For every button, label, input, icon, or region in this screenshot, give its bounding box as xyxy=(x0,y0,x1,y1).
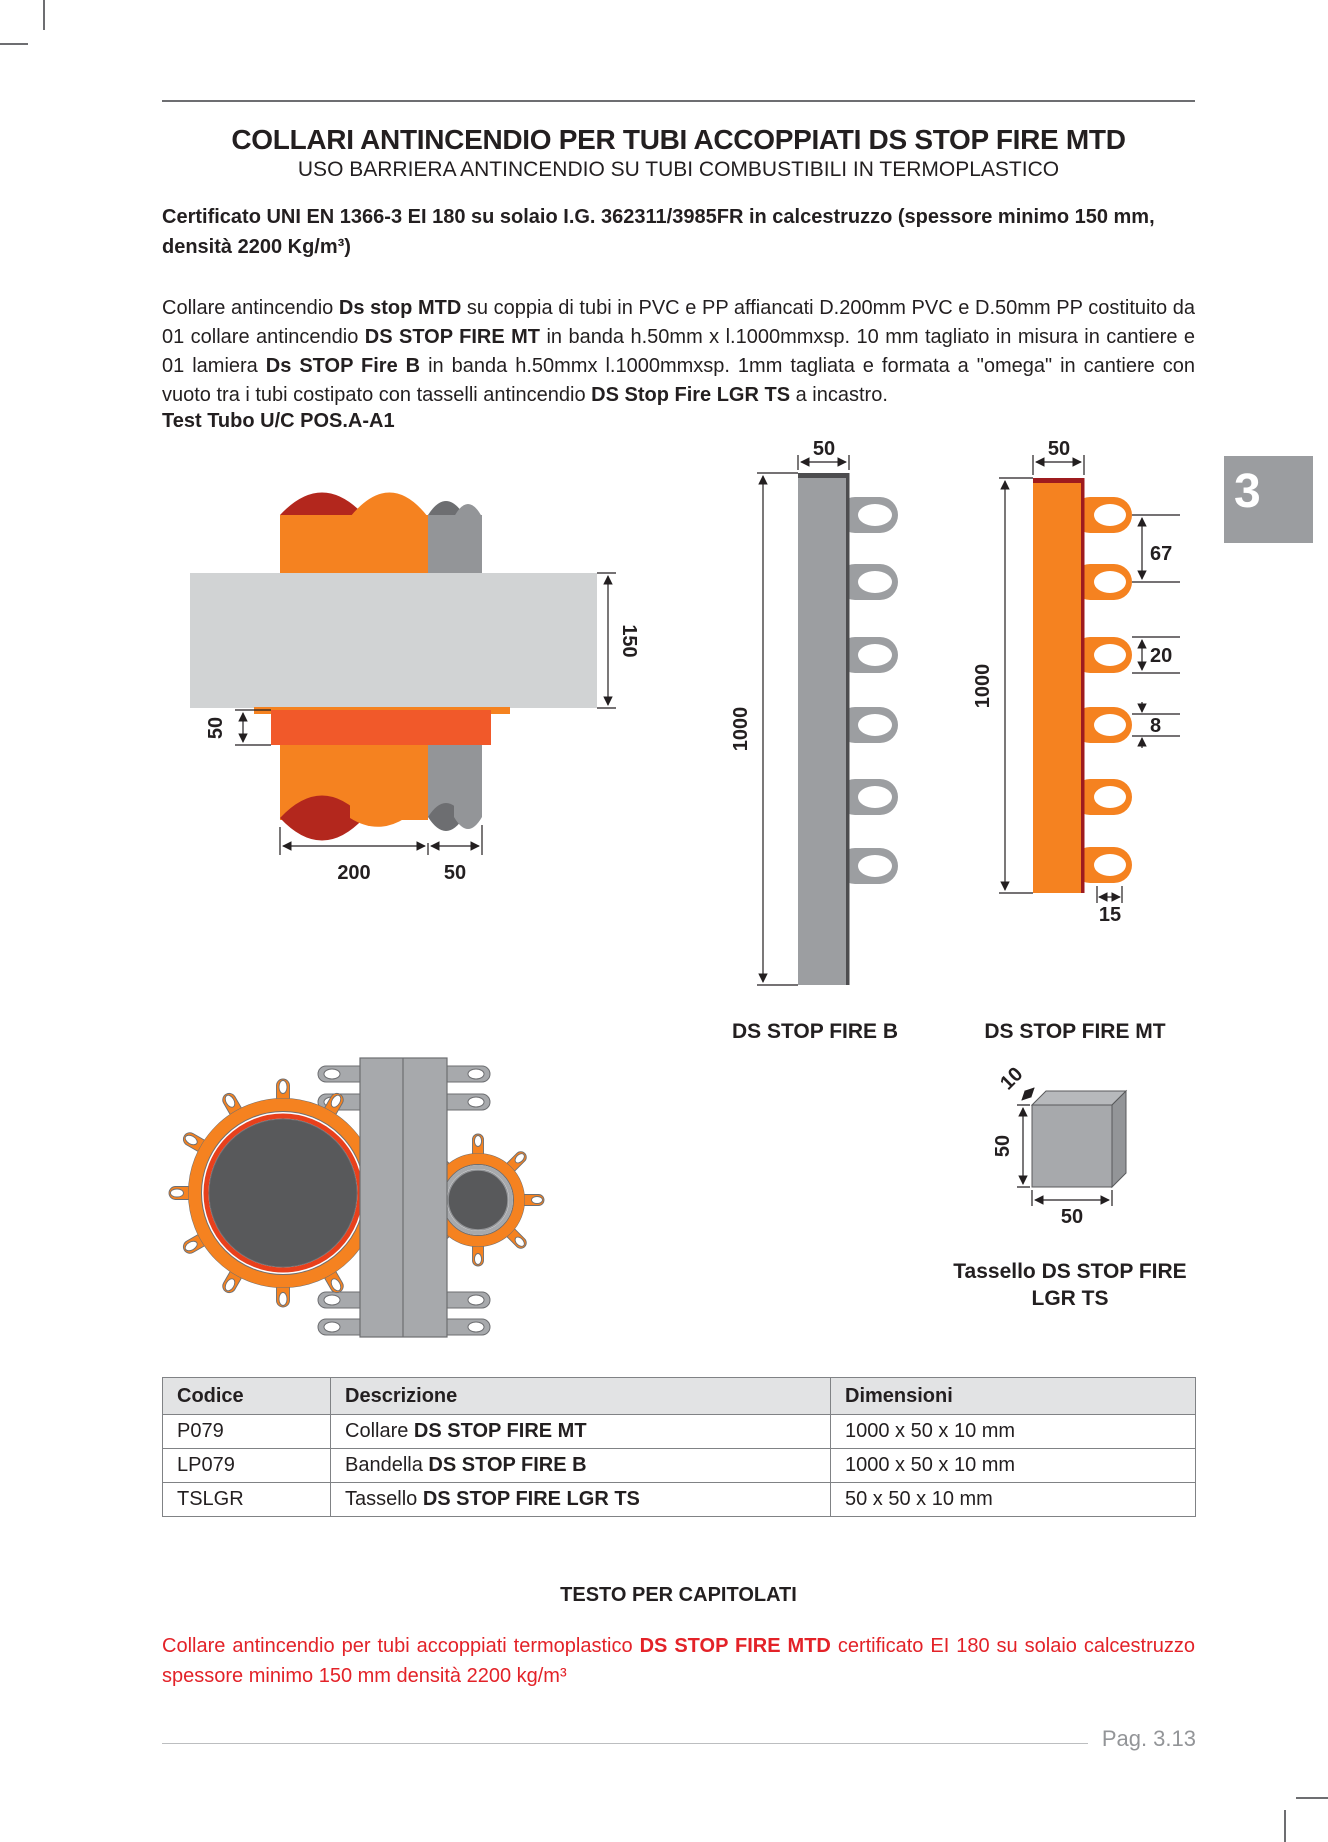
band-mt-diagram: 50 1000 67 20 8 15 xyxy=(972,440,1180,926)
dim-50-pipe-label: 50 xyxy=(444,862,466,884)
dim-mt-1000-label: 1000 xyxy=(972,664,994,709)
dimension-pipes-bottom: 200 50 xyxy=(279,825,483,884)
intro-text: Collare antincendio xyxy=(162,297,339,319)
tassello-caption-line2: LGR TS xyxy=(1031,1287,1109,1310)
crop-mark-top-left-h xyxy=(0,43,28,45)
col-header-descrizione: Descrizione xyxy=(330,1377,831,1415)
capitolati-text: certificato EI 180 su solaio calcestruzz… xyxy=(162,1635,1196,1687)
dim-50-height-label: 50 xyxy=(992,1135,1014,1157)
dim-150-label: 150 xyxy=(618,624,640,657)
floor-slab xyxy=(190,573,597,708)
product-code: LP079 xyxy=(162,1448,331,1483)
dim-b-1000-label: 1000 xyxy=(730,707,752,752)
product-dimensions: 50 x 50 x 10 mm xyxy=(830,1482,1196,1517)
dim-8-label: 8 xyxy=(1150,715,1161,737)
dimension-tab-spacing-67: 67 xyxy=(1132,514,1180,583)
dimension-hole-8: 8 xyxy=(1132,702,1180,748)
table-row: LP079 Bandella DS STOP FIRE B 1000 x 50 … xyxy=(162,1448,1196,1483)
capitolati-product-name: DS STOP FIRE MTD xyxy=(639,1635,831,1657)
product-name-lgr-ts: DS Stop Fire LGR TS xyxy=(591,384,791,406)
crop-mark-top-left-v xyxy=(43,0,45,30)
dimension-slab-150: 150 xyxy=(597,572,640,709)
dimension-tab-width-15: 15 xyxy=(1096,886,1123,926)
intro-text: su coppia di tubi in PVC e PP affiancati… xyxy=(162,297,1195,348)
col-header-codice: Codice xyxy=(162,1377,331,1415)
band-mt-strip xyxy=(1033,478,1085,893)
section-diagram: 150 50 200 50 xyxy=(190,492,640,884)
intro-text: a incastro. xyxy=(790,384,888,406)
dimension-b-width: 50 xyxy=(797,440,850,470)
product-description: Tassello DS STOP FIRE LGR TS xyxy=(330,1482,831,1517)
dimension-collar-50: 50 xyxy=(205,709,271,746)
table-row: TSLGR Tassello DS STOP FIRE LGR TS 50 x … xyxy=(162,1482,1196,1517)
omega-sheet-bar xyxy=(359,1057,448,1338)
eyelet-tabs-orange xyxy=(1072,497,1132,883)
large-pipe-section xyxy=(208,1118,358,1268)
product-dimensions: 1000 x 50 x 10 mm xyxy=(830,1448,1196,1483)
intro-paragraph: Collare antincendio Ds stop MTD su coppi… xyxy=(162,294,1195,410)
product-table: Codice Descrizione Dimensioni P079 Colla… xyxy=(162,1377,1196,1517)
dim-15-label: 15 xyxy=(1099,904,1121,926)
product-description: Bandella DS STOP FIRE B xyxy=(330,1448,831,1483)
cube xyxy=(1030,1089,1128,1189)
product-name-mtd: Ds stop MTD xyxy=(338,297,462,319)
page-title: COLLARI ANTINCENDIO PER TUBI ACCOPPIATI … xyxy=(231,124,1126,155)
capitolati-text: Collare antincendio per tubi accoppiati … xyxy=(162,1635,640,1657)
product-code: TSLGR xyxy=(162,1482,331,1517)
product-dimensions: 1000 x 50 x 10 mm xyxy=(830,1414,1196,1449)
dim-50-collar-label: 50 xyxy=(205,717,227,739)
dim-10-label: 10 xyxy=(996,1063,1027,1094)
dim-200-label: 200 xyxy=(337,862,370,884)
table-header-row: Codice Descrizione Dimensioni xyxy=(162,1377,1196,1415)
dim-67-label: 67 xyxy=(1150,543,1172,565)
crop-mark-bottom-right-v xyxy=(1284,1810,1286,1842)
header-rule xyxy=(162,100,1195,102)
product-description: Collare DS STOP FIRE MT xyxy=(330,1414,831,1449)
tassello-caption: Tassello DS STOP FIRE LGR TS xyxy=(940,1258,1200,1312)
dimension-tab-height-20: 20 xyxy=(1132,636,1180,674)
page-number: Pag. 3.13 xyxy=(1101,1726,1196,1751)
col-header-dimensioni: Dimensioni xyxy=(830,1377,1196,1415)
band-b-strip xyxy=(798,473,850,985)
dimension-mt-width: 50 xyxy=(1032,440,1085,475)
tassello-diagram: 10 50 50 xyxy=(992,1063,1128,1228)
dim-20-label: 20 xyxy=(1150,645,1172,667)
band-b-diagram: 50 1000 xyxy=(730,440,898,986)
top-view-diagram xyxy=(168,1057,545,1338)
dimension-height-50: 50 xyxy=(992,1104,1030,1188)
band-mt-label: DS STOP FIRE MT xyxy=(984,1020,1166,1043)
chapter-tab: 3 xyxy=(1224,456,1313,543)
eyelet-tabs-gray xyxy=(837,497,898,884)
product-name-mt: DS STOP FIRE MT xyxy=(364,326,541,348)
table-row: P079 Collare DS STOP FIRE MT 1000 x 50 x… xyxy=(162,1414,1196,1449)
dim-b-50-label: 50 xyxy=(813,440,835,460)
footer-rule xyxy=(162,1743,1088,1744)
dim-50-width-label: 50 xyxy=(1061,1206,1083,1228)
intro-text: in banda h.50mmx l.1000mmxsp. 1mm taglia… xyxy=(162,355,1195,406)
dimension-mt-length: 1000 xyxy=(972,477,1033,894)
fire-collar xyxy=(254,707,510,745)
chapter-number: 3 xyxy=(1234,465,1261,518)
certificate-line2: densità 2200 Kg/m³) xyxy=(162,236,351,258)
test-reference: Test Tubo U/C POS.A-A1 xyxy=(162,410,395,432)
dimension-b-length: 1000 xyxy=(730,472,798,986)
certificate-text: Certificato UNI EN 1366-3 EI 180 su sola… xyxy=(162,202,1195,262)
crop-mark-bottom-right-h xyxy=(1296,1797,1328,1799)
capitolati-heading: TESTO PER CAPITOLATI xyxy=(560,1584,797,1606)
tassello-caption-line1: Tassello DS STOP FIRE xyxy=(953,1260,1187,1283)
band-b-label: DS STOP FIRE B xyxy=(731,1020,899,1043)
dimension-depth-10: 10 xyxy=(996,1063,1035,1101)
dim-mt-50-label: 50 xyxy=(1048,440,1070,460)
dimension-width-50: 50 xyxy=(1031,1190,1113,1228)
intro-text: in banda h.50mm x l.1000mmxsp. 10 mm tag… xyxy=(162,326,1196,377)
page-subtitle: USO BARRIERA ANTINCENDIO SU TUBI COMBUST… xyxy=(297,158,1060,181)
small-pipe-section xyxy=(447,1169,509,1231)
capitolati-paragraph: Collare antincendio per tubi accoppiati … xyxy=(162,1631,1195,1691)
certificate-line1: Certificato UNI EN 1366-3 EI 180 su sola… xyxy=(162,206,1155,228)
large-collar-top-view xyxy=(168,1078,384,1308)
product-name-b: Ds STOP Fire B xyxy=(265,355,421,377)
product-code: P079 xyxy=(162,1414,331,1449)
